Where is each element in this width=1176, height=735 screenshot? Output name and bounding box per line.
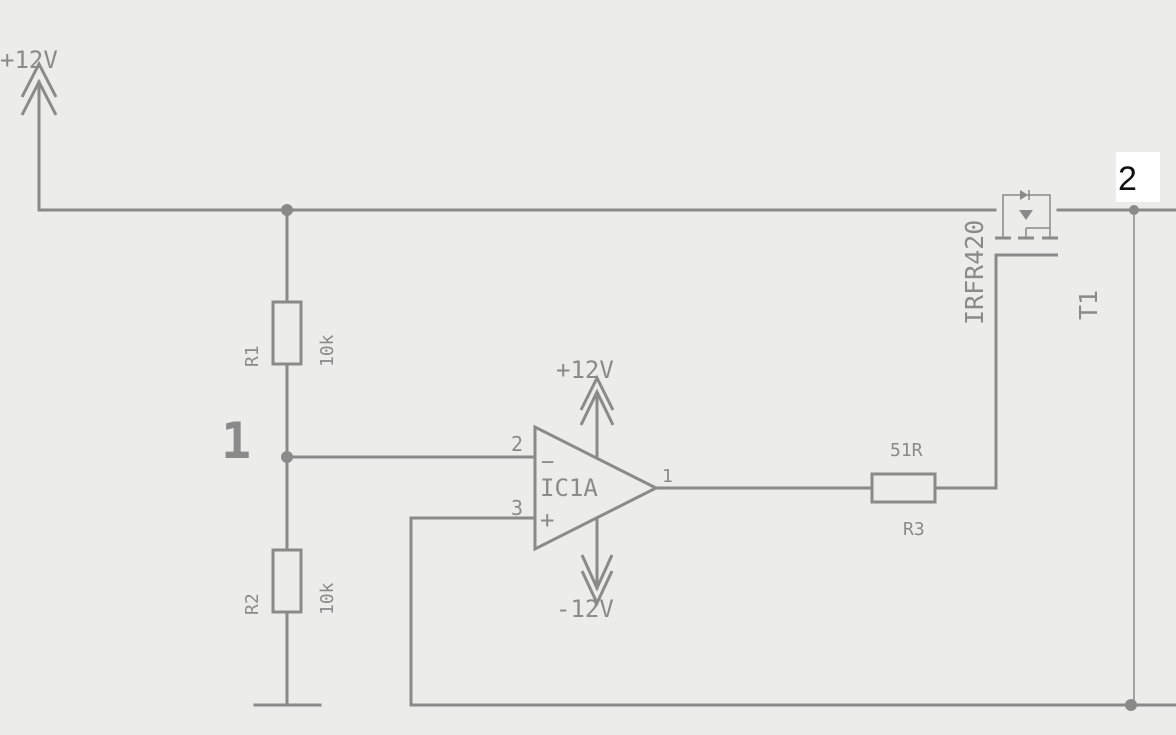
opamp-ref-label: IC1A [540, 474, 598, 502]
opamp-neg-supply-arrow [580, 554, 614, 592]
opamp-plus-sign: + [540, 506, 554, 534]
junction-dot-bottom [1125, 699, 1137, 711]
mosfet-t1 [995, 190, 1058, 257]
resistor-r1 [271, 300, 303, 366]
node2-label-box [1116, 152, 1160, 202]
r3-value-label: 51R [890, 440, 923, 461]
mosfet-part-label: IRFR420 [960, 220, 989, 325]
opamp-minus-sign: − [541, 450, 554, 475]
mosfet-ref-label: T1 [1074, 290, 1103, 320]
resistor-r3 [870, 472, 937, 504]
r3-ref-label: R3 [903, 519, 925, 540]
supply-arrow-top-left [20, 60, 58, 212]
r1-value-label: 10k [317, 334, 338, 367]
supply-label-top: +12V [0, 46, 58, 74]
resistor-r2 [271, 548, 303, 614]
opamp-neg-supply-arrow-inner [580, 570, 614, 607]
opamp-pos-supply-arrow-inner [579, 374, 615, 411]
opamp-pin-inv: 2 [511, 432, 523, 456]
opamp-pos-supply-arrow [579, 388, 615, 426]
r1-ref-label: R1 [242, 345, 263, 367]
r2-ref-label: R2 [242, 593, 263, 615]
opamp-neg-supply-label: -12V [556, 595, 614, 623]
node2-label: 2 [1118, 160, 1137, 198]
opamp-pin-noninv: 3 [511, 496, 523, 520]
opamp-pos-supply-label: +12V [556, 356, 614, 384]
r2-value-label: 10k [317, 582, 338, 615]
node1-label: 1 [221, 412, 251, 470]
opamp-pin-out: 1 [662, 466, 673, 487]
